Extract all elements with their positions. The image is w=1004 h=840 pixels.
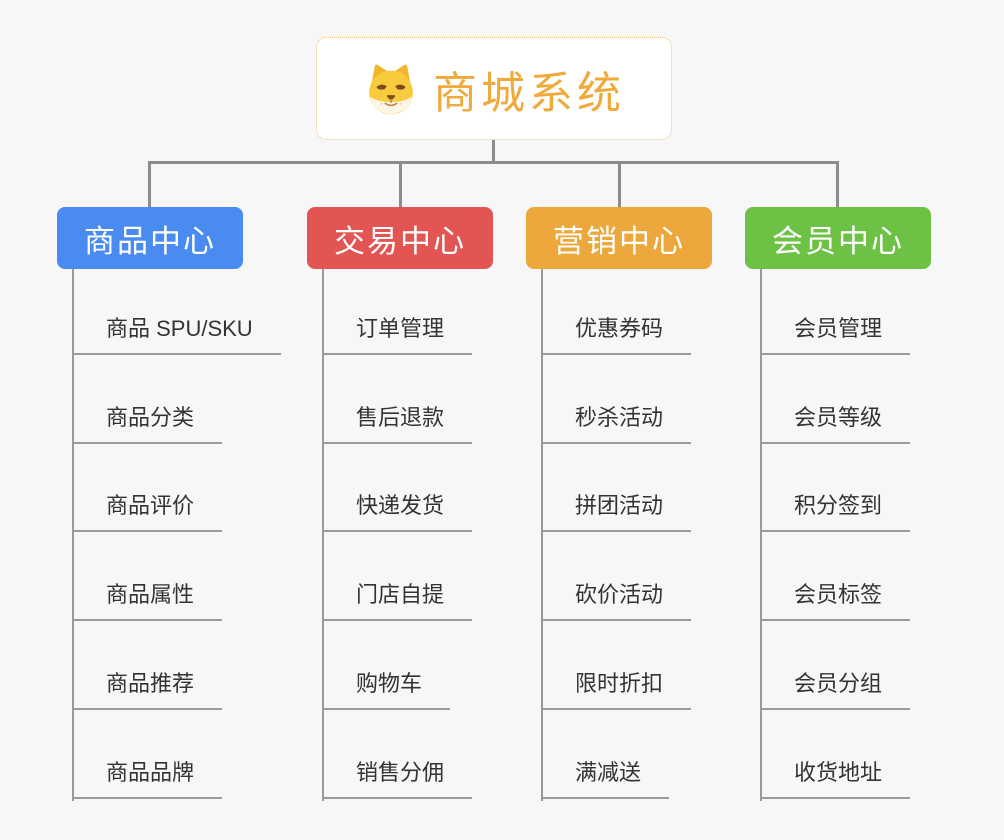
root-title: 商城系统 [433,68,625,118]
leaf-product-review[interactable]: 商品评价 [72,488,223,532]
leaf-label: 秒杀活动 [575,405,664,430]
leaf-label: 收货地址 [794,760,883,785]
leaf-member-group[interactable]: 会员分组 [760,666,911,710]
branch-connector-horizontal [148,161,839,164]
leaf-label: 门店自提 [356,582,445,607]
leaf-shopping-cart[interactable]: 购物车 [322,666,451,710]
leaf-express-delivery[interactable]: 快递发货 [322,488,473,532]
leaf-label: 商品分类 [106,405,195,430]
branch-node-marketing-center[interactable]: 营销中心 [526,207,712,269]
leaf-label: 商品属性 [106,582,195,607]
leaf-member-tag[interactable]: 会员标签 [760,577,911,621]
leaf-order-management[interactable]: 订单管理 [322,311,473,355]
leaf-label: 会员等级 [794,405,883,430]
leaf-product-attribute[interactable]: 商品属性 [72,577,223,621]
leaf-label: 快递发货 [356,493,445,518]
leaf-product-brand[interactable]: 商品品牌 [72,755,223,799]
root-node[interactable]: 商城系统 [316,37,672,140]
branch-trunk-trade-center [322,269,324,801]
leaf-label: 会员标签 [794,582,883,607]
leaf-product-recommend[interactable]: 商品推荐 [72,666,223,710]
drop-connector-product-center [148,161,151,207]
leaf-store-pickup[interactable]: 门店自提 [322,577,473,621]
branch-label: 营销中心 [553,223,685,259]
leaf-sales-commission[interactable]: 销售分佣 [322,755,473,799]
leaf-label: 砍价活动 [575,582,664,607]
leaf-label: 优惠券码 [575,316,664,341]
leaf-product-spu-sku[interactable]: 商品 SPU/SKU [72,311,281,355]
branch-trunk-member-center [760,269,762,801]
dog-face-icon [369,63,413,114]
leaf-points-checkin[interactable]: 积分签到 [760,488,911,532]
leaf-full-reduction[interactable]: 满减送 [541,755,670,799]
leaf-label: 限时折扣 [575,671,664,696]
leaf-label: 满减送 [575,760,642,785]
branch-trunk-marketing-center [541,269,543,801]
branch-label: 商品中心 [84,223,216,259]
branch-label: 交易中心 [334,223,466,259]
leaf-member-level[interactable]: 会员等级 [760,400,911,444]
leaf-time-limited-discount[interactable]: 限时折扣 [541,666,692,710]
leaf-label: 售后退款 [356,405,445,430]
branch-trunk-product-center [72,269,74,801]
branch-node-trade-center[interactable]: 交易中心 [307,207,493,269]
leaf-label: 拼团活动 [575,493,664,518]
drop-connector-member-center [836,161,839,207]
leaf-label: 购物车 [356,671,423,696]
leaf-label: 会员管理 [794,316,883,341]
leaf-group-buy[interactable]: 拼团活动 [541,488,692,532]
leaf-aftersale-refund[interactable]: 售后退款 [322,400,473,444]
branch-node-member-center[interactable]: 会员中心 [745,207,931,269]
leaf-member-management[interactable]: 会员管理 [760,311,911,355]
leaf-shipping-address[interactable]: 收货地址 [760,755,911,799]
leaf-label: 商品推荐 [106,671,195,696]
leaf-product-category[interactable]: 商品分类 [72,400,223,444]
leaf-label: 销售分佣 [356,760,445,785]
leaf-label: 商品评价 [106,493,195,518]
branch-label: 会员中心 [772,223,904,259]
drop-connector-marketing-center [618,161,621,207]
leaf-label: 商品 SPU/SKU [106,316,253,341]
leaf-label: 会员分组 [794,671,883,696]
leaf-bargain-activity[interactable]: 砍价活动 [541,577,692,621]
leaf-flash-sale[interactable]: 秒杀活动 [541,400,692,444]
leaf-coupon-code[interactable]: 优惠券码 [541,311,692,355]
leaf-label: 商品品牌 [106,760,195,785]
branch-node-product-center[interactable]: 商品中心 [57,207,243,269]
root-connector-stub [492,140,495,164]
leaf-label: 积分签到 [794,493,883,518]
leaf-label: 订单管理 [356,316,445,341]
drop-connector-trade-center [399,161,402,207]
